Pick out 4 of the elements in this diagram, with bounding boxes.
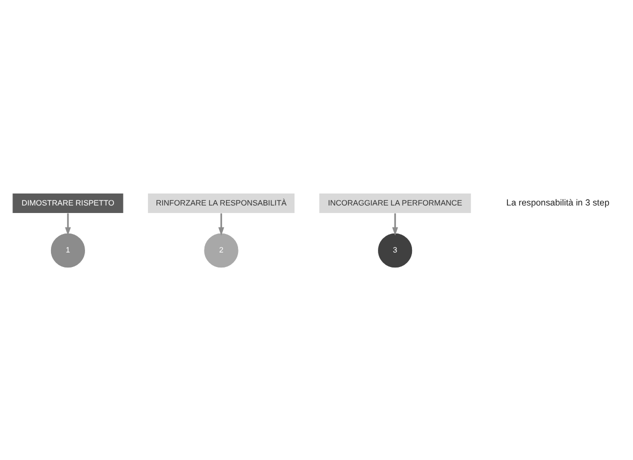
arrow bbox=[218, 212, 224, 236]
label: La responsabilità in 3 step bbox=[506, 196, 610, 207]
arrow bbox=[65, 212, 71, 236]
arrow bbox=[392, 212, 398, 236]
